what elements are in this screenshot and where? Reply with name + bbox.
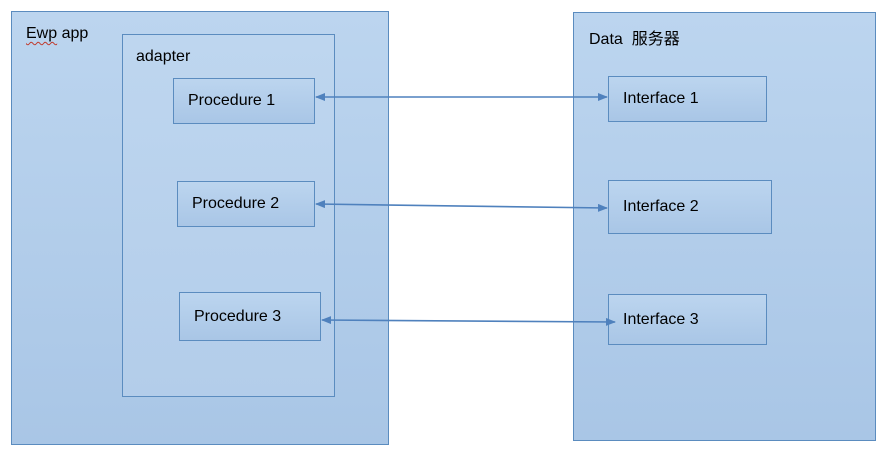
procedure-2-box: Procedure 2 [177, 181, 315, 227]
connector-2 [315, 200, 608, 212]
interface-3-box: Interface 3 [608, 294, 767, 345]
procedure-1-box: Procedure 1 [173, 78, 315, 124]
interface-2-label: Interface 2 [623, 198, 699, 215]
interface-3-label: Interface 3 [623, 310, 699, 328]
adapter-title: adapter [136, 48, 191, 65]
interface-1-box: Interface 1 [608, 76, 767, 122]
procedure-3-box: Procedure 3 [179, 292, 321, 341]
procedure-2-label: Procedure 2 [192, 195, 280, 212]
interface-1-label: Interface 1 [623, 90, 699, 107]
procedure-3-label: Procedure 3 [194, 307, 282, 325]
connector-3 [321, 316, 616, 326]
data-server-title: Data 服务器 [589, 31, 680, 48]
ewp-app-title: Ewp app [26, 25, 88, 43]
procedure-1-label: Procedure 1 [188, 92, 276, 109]
interface-2-box: Interface 2 [608, 180, 772, 234]
ewp-app-title-first: Ewp [26, 25, 58, 42]
ewp-app-title-rest: app [57, 25, 89, 42]
